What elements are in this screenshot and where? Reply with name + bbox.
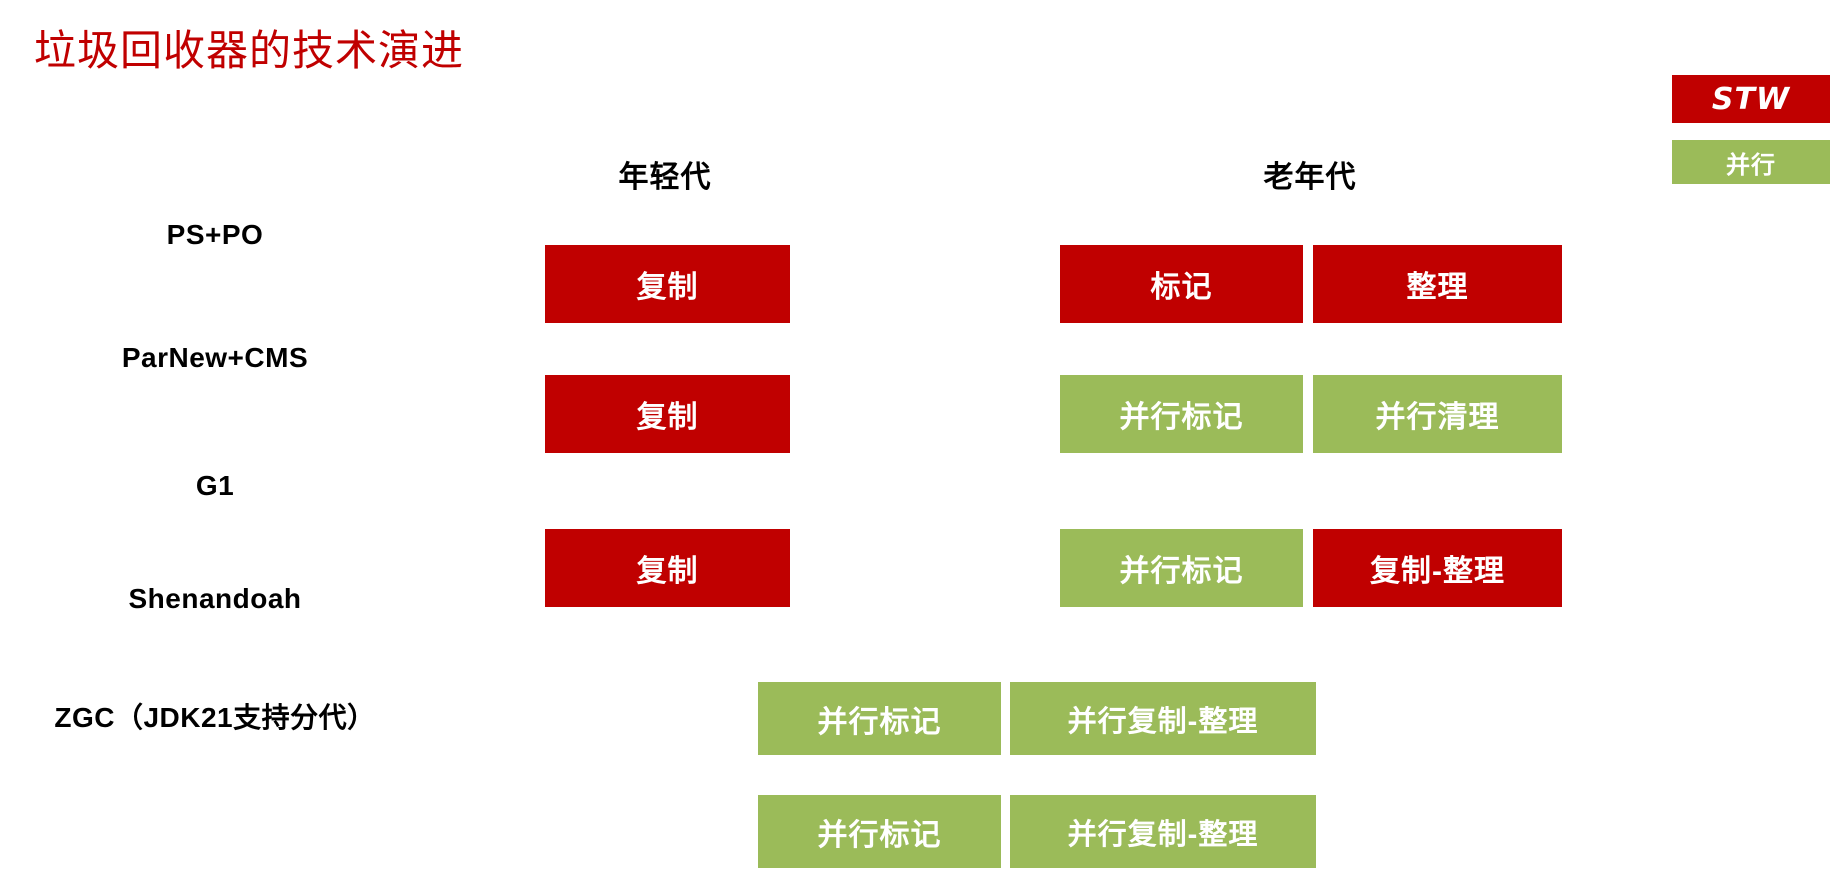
phase-box-old: 并行标记 (758, 795, 1001, 868)
row-label: ParNew+CMS (121, 342, 309, 373)
column-header-young-generation: 年轻代 (618, 161, 712, 194)
page-title: 垃圾回收器的技术演进 (34, 29, 465, 75)
phase-box-old: 并行复制-整理 (1010, 795, 1316, 868)
phase-box-young: 复制 (545, 375, 790, 453)
phase-box-old: 并行清理 (1313, 375, 1562, 453)
column-header-old-generation: 老年代 (1263, 161, 1357, 194)
legend-item-parallel: 并行 (1672, 140, 1830, 184)
phase-box-young: 复制 (545, 529, 790, 607)
phase-box-old: 复制-整理 (1313, 529, 1562, 607)
phase-box-old: 并行标记 (758, 682, 1001, 755)
phase-box-old: 并行复制-整理 (1010, 682, 1316, 755)
phase-box-old: 并行标记 (1060, 529, 1303, 607)
row-label: G1 (195, 470, 235, 501)
phase-box-old: 整理 (1313, 245, 1562, 323)
legend: STW 并行 (1672, 75, 1830, 184)
legend-item-stw: STW (1672, 75, 1830, 123)
phase-box-young: 复制 (545, 245, 790, 323)
phase-box-old: 并行标记 (1060, 375, 1303, 453)
row-label: PS+PO (166, 219, 264, 250)
row-label: Shenandoah (128, 583, 302, 614)
row-label: ZGC（JDK21支持分代） (54, 702, 376, 733)
phase-box-old: 标记 (1060, 245, 1303, 323)
